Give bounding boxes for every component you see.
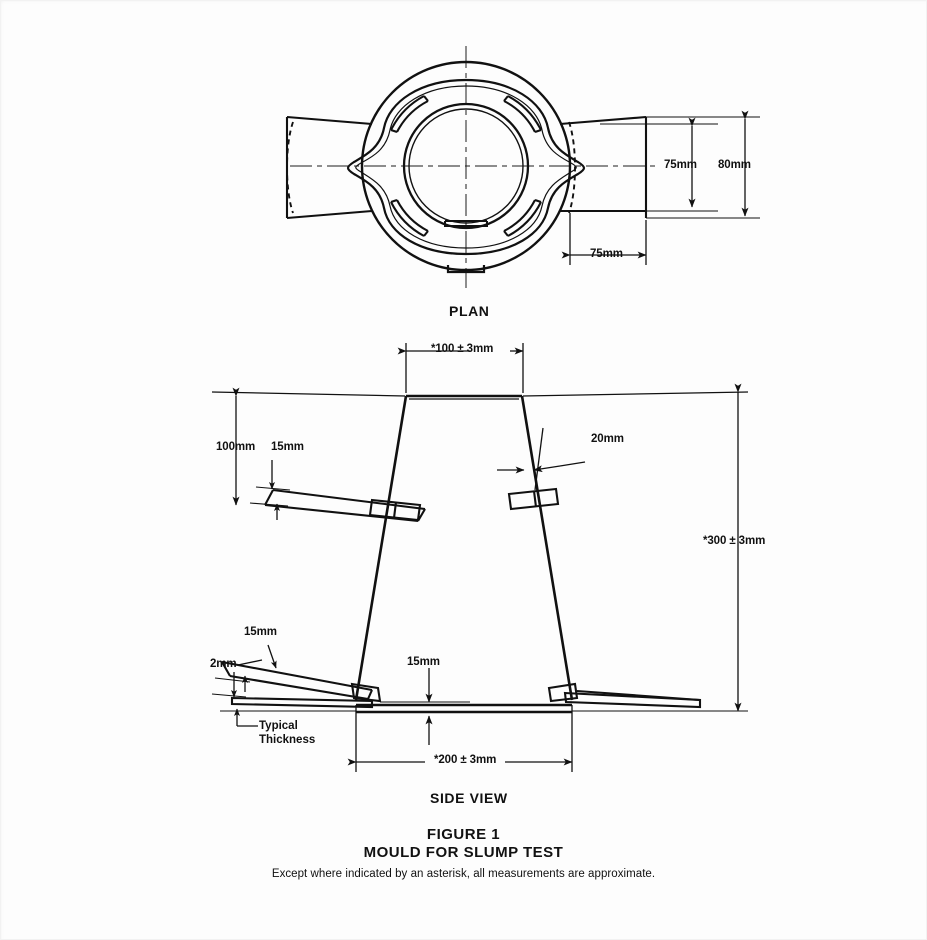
- plan-dim-label-75-horizontal: 75mm: [590, 248, 623, 260]
- typical-thickness-annotation: Typical Thickness: [259, 720, 315, 747]
- plan-hidden-edges: [286, 121, 576, 214]
- plan-inner-circle-outer: [402, 102, 530, 230]
- side-dimension-lines: [231, 343, 742, 772]
- plan-inner-tab: [444, 220, 488, 227]
- side-base-plate: [356, 703, 572, 714]
- side-dim-label-15mm-lower: 15mm: [244, 626, 277, 638]
- plan-view-label: PLAN: [449, 303, 490, 319]
- side-dim-label-100mm: 100mm: [216, 441, 256, 453]
- plan-handle-extension-lines: [600, 116, 760, 219]
- plan-dim-label-75-vertical: 75mm: [664, 159, 697, 171]
- side-dim-label-top-diameter: *100 ± 3mm: [431, 343, 494, 355]
- plan-arc-slots: [390, 95, 542, 237]
- side-dim-20mm-right-arrow: [533, 465, 561, 473]
- plan-outer-circle: [360, 60, 572, 272]
- side-dim-label-15mm-upper: 15mm: [271, 441, 304, 453]
- plan-inner-circle-inner: [408, 108, 524, 224]
- side-handle-upper-left: [264, 488, 426, 523]
- side-dim-label-2mm: 2mm: [210, 658, 237, 670]
- plan-lobe-outline: [346, 78, 586, 256]
- side-lower-left-leaders: [211, 677, 251, 698]
- figure-footnote: Except where indicated by an asterisk, a…: [271, 868, 656, 880]
- typical-thickness-line1: Typical: [259, 720, 298, 732]
- side-dim-20mm-leader: [559, 461, 586, 467]
- side-foot-lower-right: [547, 682, 702, 709]
- plan-view-geometry: [285, 46, 760, 288]
- plan-dimension-lines: [561, 110, 749, 265]
- plan-handle-left: [285, 115, 373, 220]
- side-dim-2mm-leader: [237, 659, 263, 666]
- plan-handle-right: [559, 115, 648, 218]
- side-top-ref-left: [211, 391, 406, 397]
- plan-dim-label-80-vertical: 80mm: [718, 159, 751, 171]
- typical-thickness-line2: Thickness: [259, 733, 316, 746]
- side-dim-20mm-ext: [534, 427, 544, 491]
- side-cone-body: [354, 394, 574, 701]
- plan-bottom-foot-tab: [446, 265, 486, 274]
- side-dim-label-base-15mm: 15mm: [407, 656, 440, 668]
- side-dim-label-200mm: *200 ± 3mm: [434, 754, 497, 766]
- side-dim-15mm-lower-leader: [267, 644, 277, 669]
- side-dim-label-20mm: 20mm: [591, 433, 624, 445]
- side-top-ref-right: [522, 391, 749, 397]
- plan-lobe-outline-inner: [355, 85, 577, 249]
- side-view-geometry: [211, 343, 749, 772]
- side-foot-lower-left: [221, 660, 382, 709]
- side-handle-upper-right: [507, 487, 560, 511]
- side-dim-label-300mm: *300 ± 3mm: [703, 535, 766, 547]
- side-view-label: SIDE VIEW: [430, 790, 508, 806]
- figure-number: FIGURE 1: [426, 826, 501, 843]
- figure-title: MOULD FOR SLUMP TEST: [363, 844, 564, 861]
